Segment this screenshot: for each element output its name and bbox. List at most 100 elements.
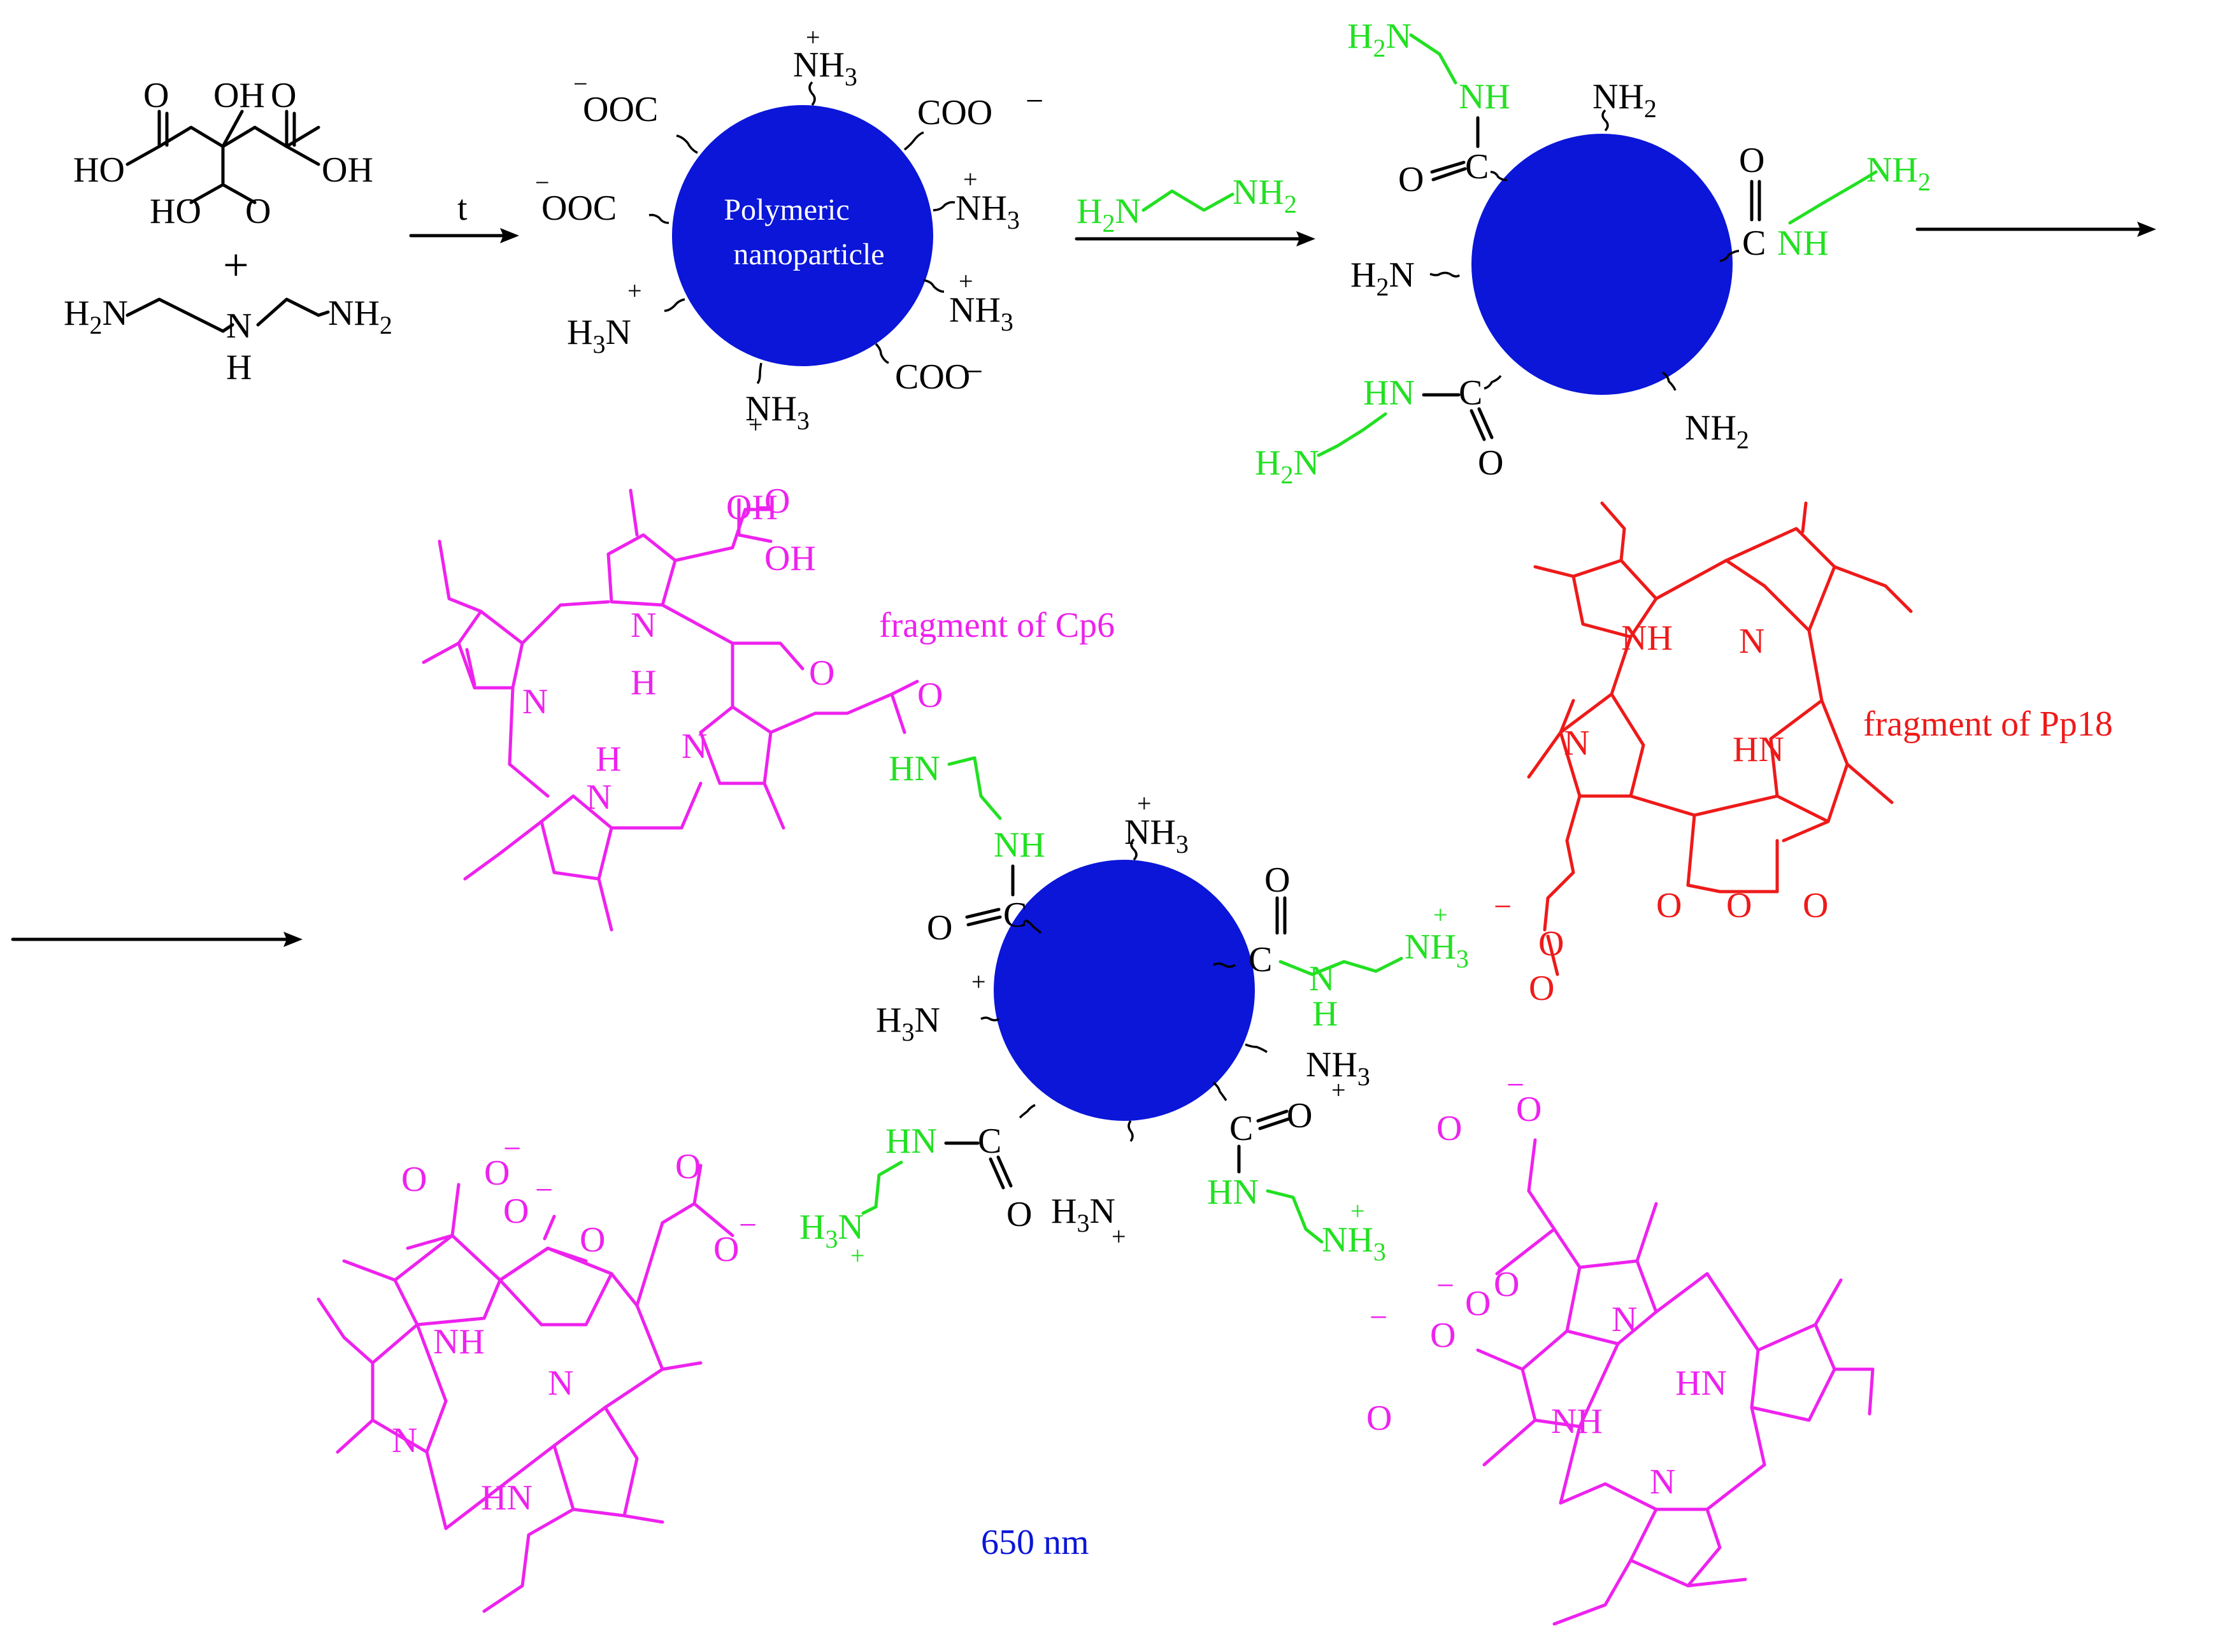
atom-label: O [484,1153,510,1193]
nanoparticle-3: C O + NH3 O C N H + NH3 + H3N NH3 + HN C… [799,789,1469,1270]
atom-label: H3N [876,1000,940,1046]
co-o-1: O [143,76,169,115]
atom-label: NH3 [793,45,857,91]
atom-label: O [1726,886,1752,925]
atom-label: O [809,653,834,693]
atom-label: − [503,1130,521,1166]
atom-label: O [1803,886,1828,925]
atom-label: N [631,606,656,645]
atom-label: N [682,727,707,766]
atom-label: O [1516,1090,1542,1129]
atom-label: C [1229,1109,1253,1148]
atom-label: O [503,1192,529,1231]
arrow-1-label: t [457,189,468,228]
arrow-2: H2N NH2 [1075,173,1315,246]
atom-label: COO [917,93,992,132]
particle-1-sphere [672,105,933,366]
atom-label: + [1331,1076,1346,1104]
citric-acid: O OH O HO OH HO O [73,76,373,231]
atom-label: − [1026,83,1043,118]
atom-label: O [1529,969,1554,1008]
dien-h2n: H2N [64,294,128,339]
atom-label: O [764,481,790,521]
atom-label: NH2 [1233,173,1297,218]
atom-label: O [580,1220,605,1260]
atom-label: OOC [541,189,617,228]
atom-label: C [1248,940,1272,979]
atom-label: N [522,682,548,722]
atom-label: H [1312,994,1338,1034]
atom-label: O [1656,886,1682,925]
atom-label: NH [1551,1402,1603,1441]
atom-label: N [548,1364,573,1403]
particle-2-sphere [1471,134,1733,395]
atom-label: N [1564,723,1589,763]
atom-label: + [850,1241,865,1270]
atom-label: − [535,1172,553,1207]
nanoparticle-2: H2N NH C O NH2 O C NH NH2 H2N HN C O H2N… [1255,17,1931,489]
atom-label: + [1112,1222,1126,1251]
atom-label: HN [889,749,940,788]
atom-label: O [1264,860,1290,900]
atom-label: O [1538,924,1564,964]
particle-label-1: Polymeric [724,193,849,227]
atom-label: O [1478,443,1503,483]
atom-label: − [1436,1267,1454,1303]
atom-label: NH3 [949,290,1013,336]
plus-sign: + [223,239,249,290]
atom-label: N [1309,959,1334,999]
atom-label: O [1436,1109,1462,1148]
particle-3-sphere [994,860,1255,1121]
cp6-fragment-bottom-right: O O − O − O − O O N NH HN N [1366,1067,1875,1626]
atom-label: H [631,663,656,702]
atom-label: NH [1621,618,1673,658]
atom-label: NH2 [1866,150,1931,196]
atom-label: + [748,410,763,439]
atom-label: O [1494,1265,1519,1304]
atom-label: NH3 [1405,927,1469,973]
atom-label: − [1494,888,1512,924]
atom-label: NH [994,825,1045,865]
atom-label: O [1398,160,1424,199]
atom-label: NH2 [1685,408,1749,454]
atom-label: + [627,276,642,305]
atom-label: + [806,23,820,52]
atom-label: − [1370,1299,1387,1335]
atom-label: O [1287,1096,1312,1136]
atom-label: NH3 [1322,1220,1386,1266]
arrow-1: t [409,189,519,243]
nanoparticle-1: Polymeric nanoparticle + NH3 − OOC COO −… [535,23,1043,439]
atom-label: OH [726,488,778,527]
atom-label: H2N [1350,255,1415,301]
dien-nh2: NH2 [328,294,392,339]
ho-left: HO [73,150,125,190]
oh-right: OH [322,150,373,190]
atom-label: H2N [1255,443,1319,489]
atom-label: + [959,267,973,296]
atom-label: HN [1675,1364,1727,1403]
atom-label: O [927,908,952,948]
atom-label: OOC [583,90,658,129]
atom-label: + [963,165,978,194]
diethylenetriamine: H2N N H NH2 [64,294,392,387]
co-o-3: O [245,192,271,231]
atom-label: C [978,1122,1001,1161]
atom-label: − [573,69,588,98]
atom-label: O [675,1147,701,1186]
atom-label: NH [433,1322,485,1362]
dien-h: H [226,348,252,387]
atom-label: O [401,1160,427,1199]
atom-label: O [1465,1284,1491,1323]
atom-label: H2N [1077,192,1141,238]
atom-label: + [1350,1197,1365,1225]
atom-label: NH3 [955,189,1020,234]
co-o-2: O [271,76,296,115]
atom-label: H [596,739,621,779]
atom-label: + [1433,901,1448,929]
arrow-4 [11,932,303,947]
oh-center: OH [213,76,265,115]
atom-label: HN [481,1478,533,1518]
atom-label: NH [1777,224,1829,263]
atom-label: − [535,168,550,197]
